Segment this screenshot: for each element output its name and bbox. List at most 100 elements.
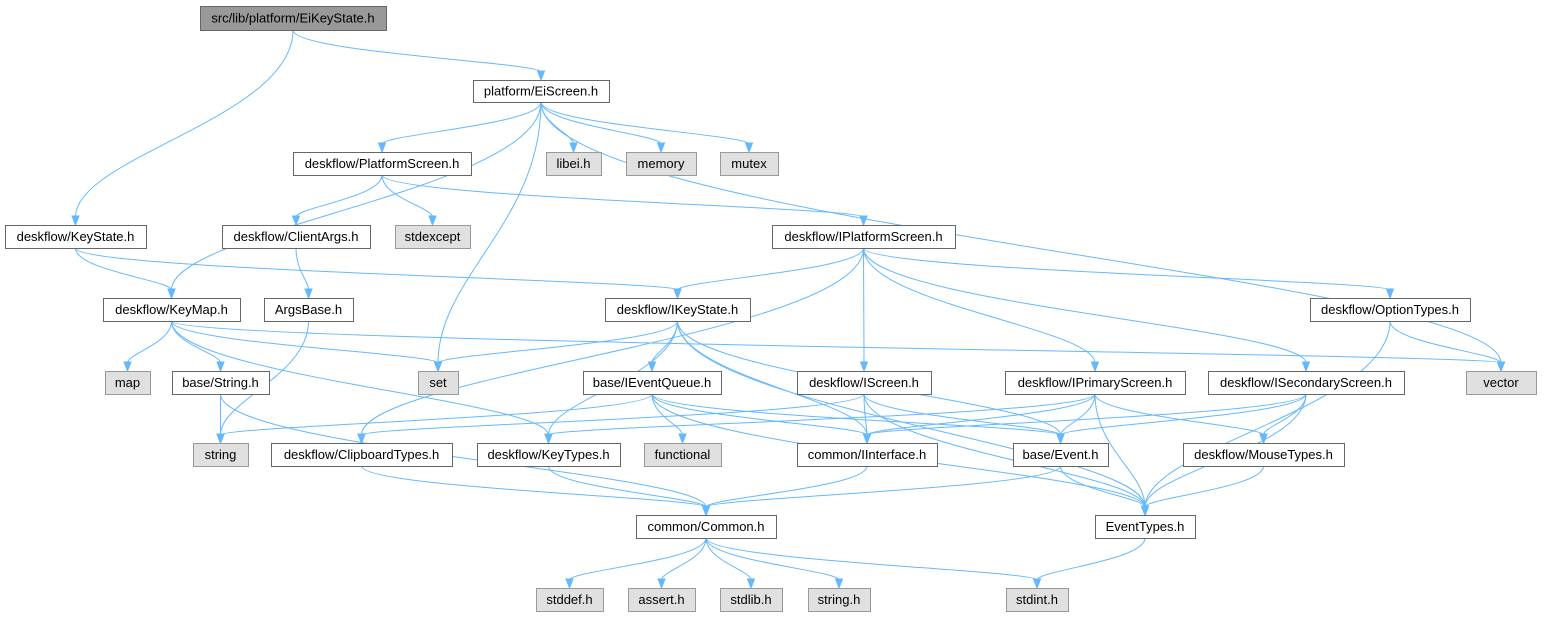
node-label: ArgsBase.h (275, 302, 342, 317)
node-label: platform/EiScreen.h (484, 84, 598, 99)
node-optiontypes[interactable]: deskflow/OptionTypes.h (1310, 298, 1471, 322)
edge-line (1144, 320, 1391, 508)
node-box (264, 298, 354, 322)
node-label: common/IInterface.h (808, 447, 927, 462)
edge-iplatformscreen-to-iprimaryscreen (863, 247, 1100, 373)
edge-line (171, 320, 549, 436)
node-argsbase[interactable]: ArgsBase.h (264, 298, 354, 322)
edge-line (677, 247, 864, 291)
edge-eikeystate-to-keystate (71, 29, 294, 227)
edge-ikeystate-to-ieventqueue (647, 320, 678, 373)
edge-line (1094, 393, 1264, 436)
node-eventtypes[interactable]: EventTypes.h (1095, 515, 1196, 539)
node-isecondaryscreen[interactable]: deskflow/ISecondaryScreen.h (1208, 371, 1405, 395)
node-clipboardtypes[interactable]: deskflow/ClipboardTypes.h (271, 443, 453, 467)
edge-arrowhead (656, 142, 666, 154)
edge-arrowhead (1140, 505, 1150, 517)
edge-line (569, 537, 707, 581)
edge-iinterface-to-common (701, 465, 868, 517)
node-basestring[interactable]: base/String.h (172, 371, 270, 395)
edge-keymap-to-basestring (171, 320, 225, 373)
node-box (1466, 371, 1537, 395)
edge-arrowhead (428, 215, 437, 227)
node-box (546, 152, 602, 176)
node-label: libei.h (557, 156, 591, 171)
node-platformscreen[interactable]: deskflow/PlatformScreen.h (293, 152, 472, 176)
node-box (1005, 371, 1186, 395)
node-keystate[interactable]: deskflow/KeyState.h (5, 225, 147, 249)
edge-line (1060, 393, 1307, 436)
edge-ieventqueue-to-functional (651, 393, 687, 445)
node-functional: functional (644, 443, 722, 467)
node-keytypes[interactable]: deskflow/KeyTypes.h (477, 443, 621, 467)
node-baseevent[interactable]: base/Event.h (1013, 443, 1109, 467)
node-cstring: string.h (808, 588, 871, 612)
node-stdexcept: stdexcept (395, 225, 471, 249)
edge-line (651, 393, 868, 436)
node-common[interactable]: common/Common.h (636, 515, 777, 539)
edge-arrowhead (1301, 361, 1311, 373)
edge-line (1389, 320, 1502, 364)
edge-line (661, 537, 707, 581)
node-label: deskflow/MouseTypes.h (1194, 447, 1333, 462)
node-ieventqueue[interactable]: base/IEventQueue.h (583, 371, 722, 395)
edge-common-to-stdint (705, 537, 1042, 590)
edge-arrowhead (565, 578, 574, 590)
node-label: vector (1483, 375, 1519, 390)
node-label: stdint.h (1016, 592, 1058, 607)
edge-line (361, 393, 865, 436)
node-stdlib: stdlib.h (720, 588, 783, 612)
edge-iprimaryscreen-to-mousetypes (1094, 393, 1268, 445)
edge-line (863, 247, 865, 364)
node-box (720, 152, 779, 176)
node-label: deskflow/ClipboardTypes.h (284, 447, 439, 462)
node-ikeystate[interactable]: deskflow/IKeyState.h (605, 298, 751, 322)
node-iplatformscreen[interactable]: deskflow/IPlatformScreen.h (772, 225, 956, 249)
edge-line (171, 320, 439, 364)
edge-line (866, 393, 1096, 436)
edge-line (651, 393, 1061, 436)
edge-arrowhead (701, 505, 711, 517)
edge-arrowhead (657, 578, 666, 590)
node-box (1208, 371, 1405, 395)
edge-keymap-to-set (171, 320, 443, 373)
node-label: functional (655, 447, 711, 462)
edge-arrowhead (569, 142, 578, 154)
edge-isecondaryscreen-to-baseevent (1056, 393, 1307, 445)
node-label: deskflow/IPrimaryScreen.h (1018, 375, 1173, 390)
node-string: string (193, 443, 249, 467)
node-label: deskflow/IPlatformScreen.h (784, 229, 942, 244)
edge-arrowhead (859, 361, 869, 373)
node-box (172, 371, 270, 395)
edge-line (1060, 465, 1146, 508)
edge-eventtypes-to-stdint (1032, 537, 1146, 590)
edge-eiscreen-to-vector (540, 101, 1506, 373)
node-eikeystate[interactable]: src/lib/platform/EiKeyState.h (200, 6, 387, 31)
edge-line (295, 247, 309, 291)
node-box (200, 6, 387, 31)
node-label: deskflow/OptionTypes.h (1321, 302, 1459, 317)
node-iinterface[interactable]: common/IInterface.h (797, 443, 938, 467)
node-box (293, 152, 472, 176)
node-eiscreen[interactable]: platform/EiScreen.h (473, 80, 610, 103)
node-label: stdlib.h (730, 592, 771, 607)
node-box (271, 443, 453, 467)
edge-clipboardtypes-to-common (361, 465, 711, 517)
node-iprimaryscreen[interactable]: deskflow/IPrimaryScreen.h (1005, 371, 1186, 395)
edge-clientargs-to-argsbase (295, 247, 313, 300)
edge-line (75, 29, 294, 218)
node-clientargs[interactable]: deskflow/ClientArgs.h (222, 225, 371, 249)
edge-line (381, 174, 864, 218)
edge-arrowhead (1090, 361, 1100, 373)
node-iscreen[interactable]: deskflow/IScreen.h (797, 371, 932, 395)
edge-arrowhead (678, 433, 687, 445)
node-label: string.h (818, 592, 861, 607)
edge-line (361, 465, 707, 508)
node-set: set (418, 371, 459, 395)
node-mousetypes[interactable]: deskflow/MouseTypes.h (1183, 443, 1345, 467)
node-keymap[interactable]: deskflow/KeyMap.h (103, 298, 241, 322)
edge-arrowhead (357, 433, 366, 445)
edge-line (127, 320, 172, 364)
node-label: deskflow/IKeyState.h (617, 302, 738, 317)
